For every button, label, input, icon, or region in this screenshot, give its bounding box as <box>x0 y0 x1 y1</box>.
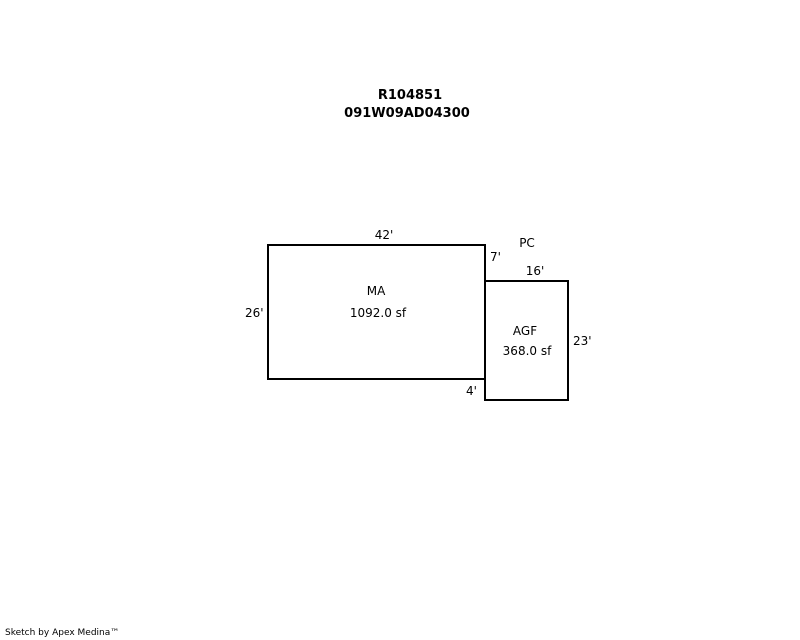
pc-label: PC <box>519 236 535 250</box>
dimension-gap-top: 7' <box>490 250 501 264</box>
dimension-ma-left: 26' <box>245 306 264 320</box>
agf-area-outline <box>484 280 569 401</box>
agf-area-code: AGF <box>512 324 538 338</box>
footer-credit: Sketch by Apex Medina™ <box>5 628 120 638</box>
dimension-agf-top: 16' <box>525 264 545 278</box>
ma-area-size: 1092.0 sf <box>349 306 407 320</box>
ma-area-code: MA <box>366 284 386 298</box>
dimension-agf-right: 23' <box>573 334 592 348</box>
dimension-gap-bottom: 4' <box>466 384 477 398</box>
agf-area-size: 368.0 sf <box>502 344 552 358</box>
map-number: 091W09AD04300 <box>344 106 470 121</box>
parcel-id: R104851 <box>377 88 443 103</box>
dimension-ma-top: 42' <box>374 228 394 242</box>
